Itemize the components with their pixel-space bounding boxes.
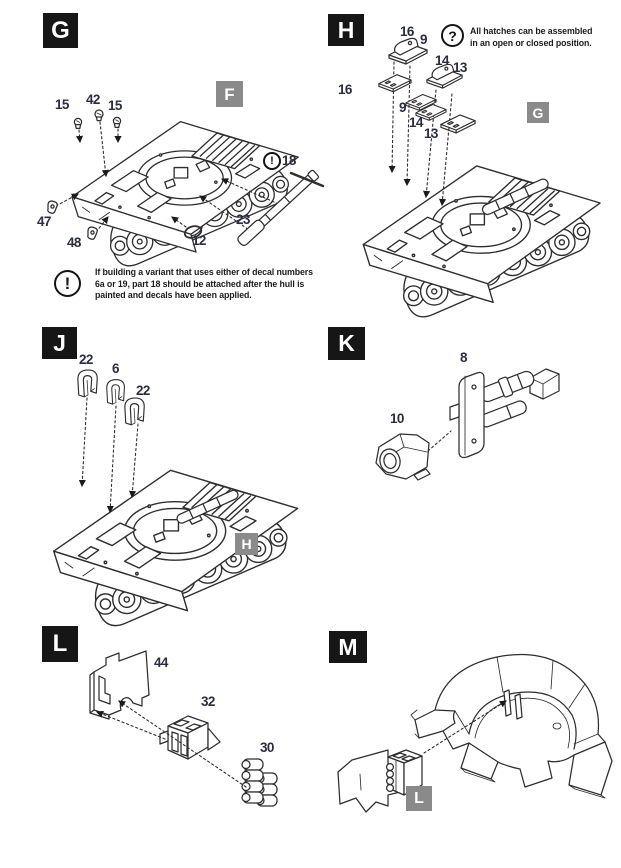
diagram-step-k — [375, 368, 560, 481]
part-number-30: 30 — [260, 740, 274, 755]
note-line: painted and decals have been applied. — [95, 290, 252, 300]
periscope-part-drawing — [73, 117, 83, 130]
ammo-tubes-part-drawing — [241, 758, 278, 807]
step-label-g: G — [43, 13, 78, 48]
part-number-13: 13 — [453, 60, 467, 75]
part-number-42: 42 — [86, 92, 100, 107]
barrel-clamp-part-drawing — [77, 369, 98, 398]
part-number-14: 14 — [435, 53, 449, 68]
diagram-step-l — [89, 650, 278, 807]
diagram-step-j — [53, 369, 299, 627]
note-line: If building a variant that uses either o… — [95, 267, 313, 277]
hatches-note-text: All hatches can be assembled in an open … — [470, 26, 592, 49]
part-number-22: 22 — [136, 383, 150, 398]
part-number-47: 47 — [37, 214, 51, 229]
part-number-23: 23 — [236, 212, 250, 227]
diagram-step-h — [362, 37, 601, 318]
stowed-barrel-drawing — [481, 178, 549, 216]
part-number-14: 14 — [409, 115, 423, 130]
ring-part-drawing — [183, 225, 203, 239]
exclamation-circle-icon: ! — [54, 270, 81, 297]
part-number-44: 44 — [154, 655, 168, 670]
part-number-13: 13 — [424, 126, 438, 141]
part-number-15: 15 — [55, 97, 69, 112]
note-line: in an open or closed position. — [470, 37, 592, 48]
part-number-15: 15 — [108, 98, 122, 113]
part-number-22: 22 — [79, 352, 93, 367]
part-number-16: 16 — [338, 82, 352, 97]
diagram-step-g — [47, 109, 325, 267]
part-number-9: 9 — [420, 32, 428, 47]
periscope-part-drawing — [112, 116, 122, 129]
stowed-barrel-drawing — [176, 489, 239, 524]
part-number-9: 9 — [399, 100, 407, 115]
ammo-rack-part-drawing — [159, 715, 221, 760]
aerial-rod-part-drawing — [289, 171, 325, 188]
cross-ref-badge-f: F — [216, 81, 243, 107]
tank-hull-drawing-g — [71, 121, 299, 267]
traverse-assembly-drawing — [337, 749, 423, 813]
tank-hull-drawing-j — [53, 469, 299, 627]
part-number-6: 6 — [112, 361, 120, 376]
diagram-step-m — [337, 653, 613, 813]
tank-hull-drawing-h — [362, 165, 601, 318]
shackle-part-drawing — [47, 200, 58, 214]
barrel-clamp-part-drawing — [106, 379, 125, 405]
gun-mantlet-part-drawing — [375, 433, 431, 481]
note-line: All hatches can be assembled — [470, 26, 593, 36]
step-label-k: K — [328, 327, 365, 360]
shackle-part-drawing — [87, 226, 98, 240]
turret-shell-part-drawing — [410, 653, 613, 799]
barrel-clamp-part-drawing — [124, 397, 145, 426]
cross-ref-badge-h: H — [235, 533, 258, 555]
part-number-12: 12 — [192, 233, 206, 248]
hatch-plate-drawing — [378, 74, 412, 93]
part-number-18: 18 — [282, 153, 296, 168]
periscope-part-drawing — [94, 109, 104, 122]
question-circle-icon: ? — [441, 24, 464, 47]
part-number-32: 32 — [201, 694, 215, 709]
exclamation-circle-icon: ! — [263, 152, 281, 170]
note-line: 6a or 19, part 18 should be attached aft… — [95, 278, 305, 289]
warning-note-text: If building a variant that uses either o… — [95, 267, 313, 302]
hatch-plate-drawing — [440, 114, 476, 134]
gun-barrel-part-drawing — [237, 169, 320, 247]
step-label-j: J — [42, 327, 77, 359]
step-label-l: L — [42, 626, 78, 662]
part-number-8: 8 — [460, 350, 468, 365]
step-label-h: H — [328, 14, 364, 46]
gun-breech-part-drawing — [449, 368, 560, 459]
step-label-m: M — [329, 631, 367, 663]
part-number-16: 16 — [400, 24, 414, 39]
cross-ref-badge-g: G — [527, 102, 549, 123]
part-number-10: 10 — [390, 411, 404, 426]
part-number-48: 48 — [67, 235, 81, 250]
cross-ref-badge-l: L — [406, 786, 432, 811]
mount-plate-part-drawing — [89, 650, 150, 720]
